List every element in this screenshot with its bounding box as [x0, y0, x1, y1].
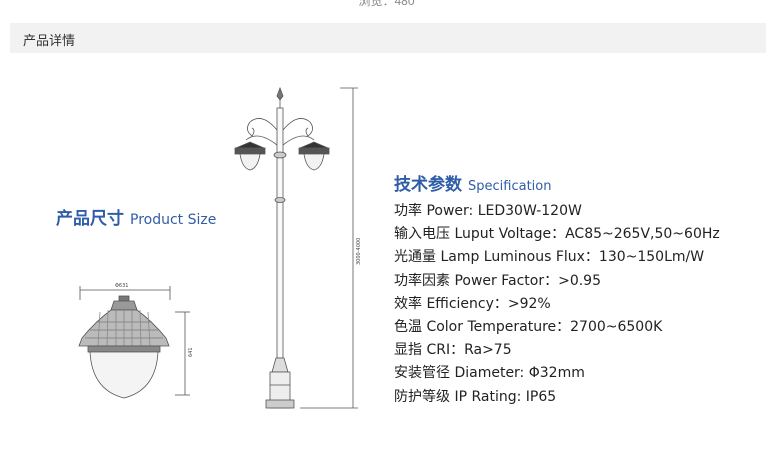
product-size-title-cn: 产品尺寸	[56, 209, 124, 229]
specification-title-en: Specification	[468, 179, 552, 194]
spec-line-cri: 显指 CRI：Ra>75	[394, 342, 512, 359]
spec-line-efficiency: 效率 Efficiency：>92%	[394, 295, 551, 312]
lamp-head-drawing	[78, 286, 190, 399]
tab-product-details[interactable]: 产品详情	[23, 34, 76, 49]
spec-line-diameter: 安装管径 Diameter: Φ32mm	[394, 365, 585, 382]
spec-line-power-factor: 功率因素 Power Factor：>0.95	[394, 272, 601, 289]
product-size-heading: 产品尺寸 Product Size	[56, 204, 216, 229]
lamp-height-label: 641	[188, 347, 194, 357]
spec-line-ip-rating: 防护等级 IP Rating: IP65	[394, 388, 557, 405]
view-count: 浏览：480	[358, 0, 415, 8]
lamp-drawings: Φ631 641	[78, 86, 362, 409]
product-details-tab-bar: 产品详情	[10, 23, 766, 53]
specification-title-cn: 技术参数	[394, 175, 462, 195]
lamp-pole-drawing	[234, 86, 358, 409]
spec-line-power: 功率 Power: LED30W-120W	[394, 203, 582, 219]
pole-height-label: 3000-4000	[356, 238, 362, 265]
product-spec-image: Φ631 641	[0, 60, 773, 440]
product-size-title-en: Product Size	[130, 212, 217, 228]
spec-line-color-temperature: 色温 Color Temperature：2700~6500K	[394, 318, 663, 335]
spec-line-input-voltage: 输入电压 Luput Voltage：AC85~265V,50~60Hz	[394, 226, 720, 243]
lamp-width-label: Φ631	[115, 283, 128, 289]
spec-line-luminous-flux: 光通量 Lamp Luminous Flux：130~150Lm/W	[394, 249, 705, 266]
specification-heading: 技术参数 Specification	[394, 170, 720, 195]
